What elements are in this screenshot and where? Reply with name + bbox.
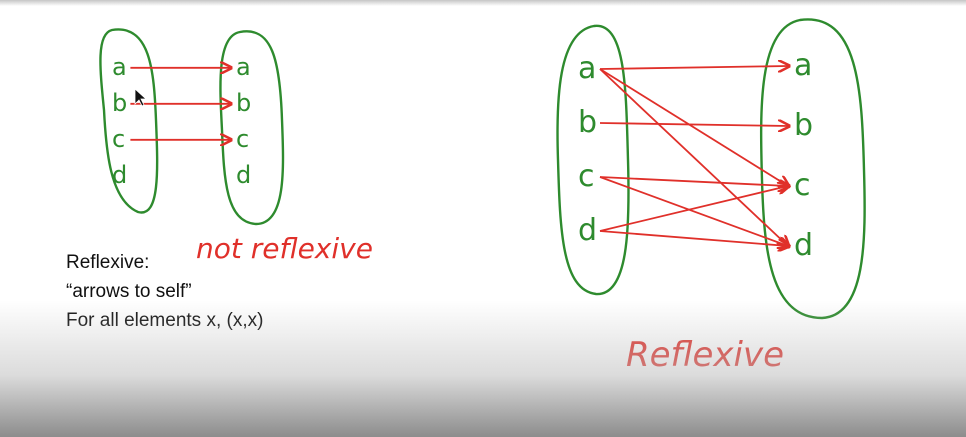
left-domain-oval <box>99 28 159 214</box>
right-arrow-a-to-d <box>599 68 788 246</box>
left-verdict-label: not reflexive <box>196 232 373 265</box>
left-codomain-element-a: a <box>236 53 251 81</box>
right-codomain-element-d: d <box>794 228 813 263</box>
right-arrow-a-to-c <box>599 68 788 186</box>
definition-rule: For all elements x, (x,x) <box>66 310 264 331</box>
left-codomain-oval <box>219 30 285 226</box>
left-codomain-element-d: d <box>236 161 251 189</box>
right-domain-oval <box>556 24 630 296</box>
left-domain-element-c: c <box>112 125 125 153</box>
right-arrow-c-to-d <box>599 176 788 246</box>
right-domain-element-d: d <box>578 213 597 248</box>
definition-text: Reflexive: “arrows to self” For all elem… <box>66 248 263 335</box>
left-domain-element-b: b <box>112 89 127 117</box>
left-domain-element-d: d <box>112 161 127 189</box>
right-codomain-oval <box>759 18 866 320</box>
right-domain-element-b: b <box>578 105 597 140</box>
left-codomain-element-b: b <box>236 89 251 117</box>
mouse-cursor-icon <box>134 88 148 107</box>
left-codomain-element-c: c <box>236 125 249 153</box>
right-arrow-b-to-b <box>599 123 788 126</box>
definition-title: Reflexive: <box>66 252 150 273</box>
right-arrow-d-to-d <box>599 230 788 246</box>
right-arrow-a-to-a <box>599 66 788 69</box>
right-verdict-label: Reflexive <box>626 335 784 375</box>
right-domain-element-a: a <box>578 51 596 86</box>
right-arrow-d-to-c <box>599 186 788 232</box>
right-arrow-c-to-c <box>599 176 788 186</box>
right-codomain-element-c: c <box>794 168 811 203</box>
right-codomain-element-a: a <box>794 48 812 83</box>
definition-hint: “arrows to self” <box>66 281 192 302</box>
top-edge-shadow <box>0 0 966 6</box>
right-codomain-element-b: b <box>794 108 813 143</box>
right-domain-element-c: c <box>578 159 595 194</box>
left-domain-element-a: a <box>112 53 127 81</box>
